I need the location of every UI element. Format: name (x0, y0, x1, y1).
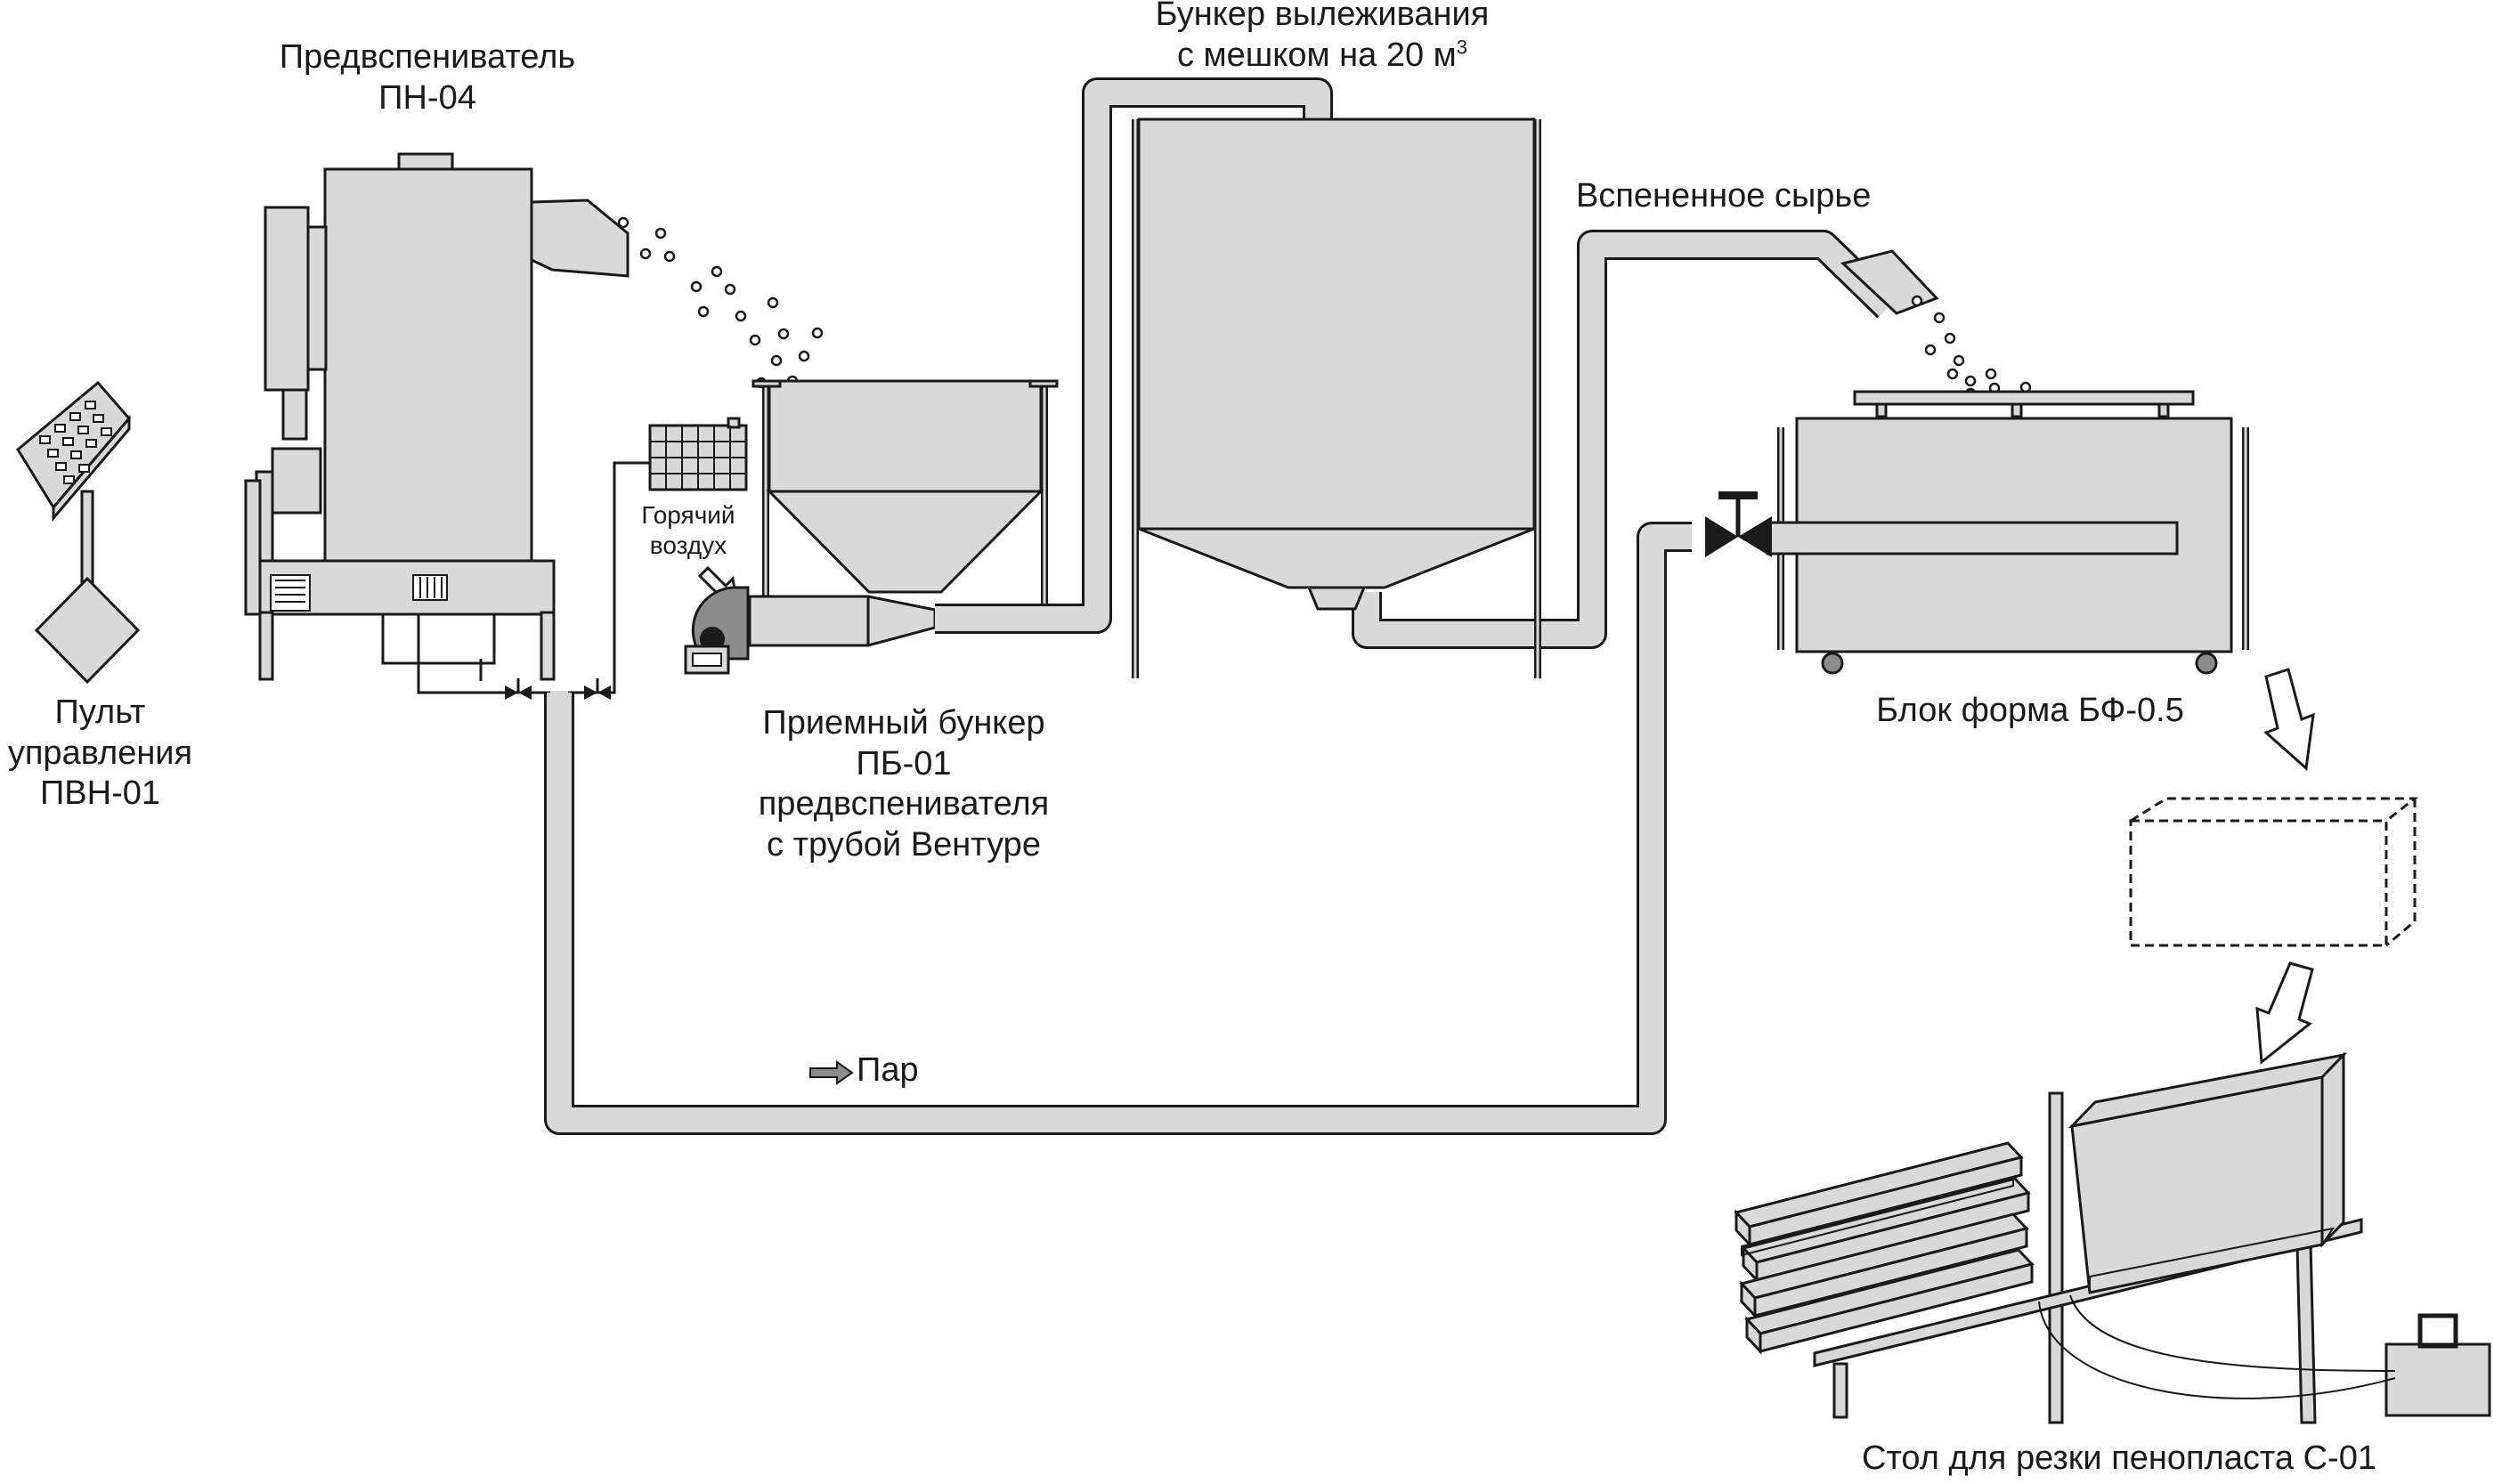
venturi-tube (748, 595, 937, 647)
aging-bunker (1132, 118, 1898, 678)
down-arrow-2-icon (2255, 961, 2314, 1065)
receiving-bunker-label-line2: ПБ-01 (856, 744, 952, 783)
cutting-frame-post (2048, 1091, 2064, 1424)
steam-valve-icon (1705, 491, 1772, 557)
control-panel-label: Пульт управления ПВН-01 (0, 693, 200, 815)
preexpander (244, 152, 650, 700)
falling-beads-2 (1911, 295, 2032, 400)
block-mold-label: Блок форма БФ-0.5 (1876, 692, 2184, 729)
receiving-bunker-body (768, 379, 1043, 493)
falling-beads-1 (617, 216, 824, 389)
hot-air-line (417, 461, 650, 694)
power-unit-handle (2417, 1313, 2458, 1349)
transport-pipe-1 (935, 77, 1333, 634)
cutting-table (1734, 1051, 2491, 1424)
receiving-bunker (751, 379, 1059, 634)
air-blower (684, 586, 750, 675)
air-heater (648, 417, 748, 491)
foamed-raw-label: Вспененное сырье (1576, 177, 1872, 215)
control-panel-label-line3: ПВН-01 (39, 774, 161, 813)
control-panel-base (34, 576, 141, 685)
control-panel-label-line2: управления (7, 734, 193, 772)
aging-bunker-cone (1138, 527, 1535, 589)
hot-air-label-line2: воздух (649, 531, 727, 559)
steam-arrow-icon (809, 1060, 854, 1085)
cut-sheets (1734, 1141, 2035, 1355)
preexpander-label: Предвспениватель ПН-04 (254, 37, 601, 118)
preexpander-gearbox (271, 447, 322, 515)
preexpander-label-line2: ПН-04 (378, 78, 476, 117)
block-mold (1766, 390, 2249, 675)
steam-label: Пар (857, 1051, 919, 1089)
power-unit (2384, 1342, 2491, 1417)
receiving-bunker-label-line3: предвспенивателя (758, 785, 1050, 823)
control-panel-keypad (39, 401, 112, 484)
preexpander-top-cap (397, 152, 454, 172)
receiving-bunker-label-line4: с трубой Вентуре (767, 825, 1041, 864)
receiving-bunker-label: Приемный бункер ПБ-01 предвспенивателя с… (726, 703, 1082, 865)
aging-bunker-label-line1: Бункер вылеживания (1155, 0, 1490, 33)
aging-bunker-label: Бункер вылеживания с мешком на 20 м3 (1104, 0, 1540, 76)
aging-bunker-label-line2: с мешком на 20 м3 (1176, 35, 1468, 74)
aging-bunker-body (1137, 118, 1536, 531)
steam-pipe (544, 522, 1692, 1135)
control-panel (16, 380, 141, 685)
receiving-bunker-cone (766, 490, 1044, 594)
foam-block (2129, 797, 2419, 947)
preexpander-outlet-chute (530, 199, 630, 278)
receiving-bunker-label-line1: Приемный бункер (762, 704, 1045, 742)
hot-air-label-line1: Горячий (641, 501, 735, 529)
steam-manifold (1766, 521, 2179, 555)
cutting-table-label: Стол для резки пенопласта С-01 (1862, 1439, 2376, 1477)
hot-air-label: Горячий воздух (630, 500, 746, 560)
control-panel-label-line1: Пульт (54, 693, 146, 731)
preexpander-body (323, 167, 533, 563)
preexpander-motor (264, 206, 310, 392)
block-mold-lid (1853, 390, 2195, 406)
down-arrow-1-icon (2263, 668, 2315, 771)
preexpander-label-line1: Предвспениватель (279, 38, 576, 76)
